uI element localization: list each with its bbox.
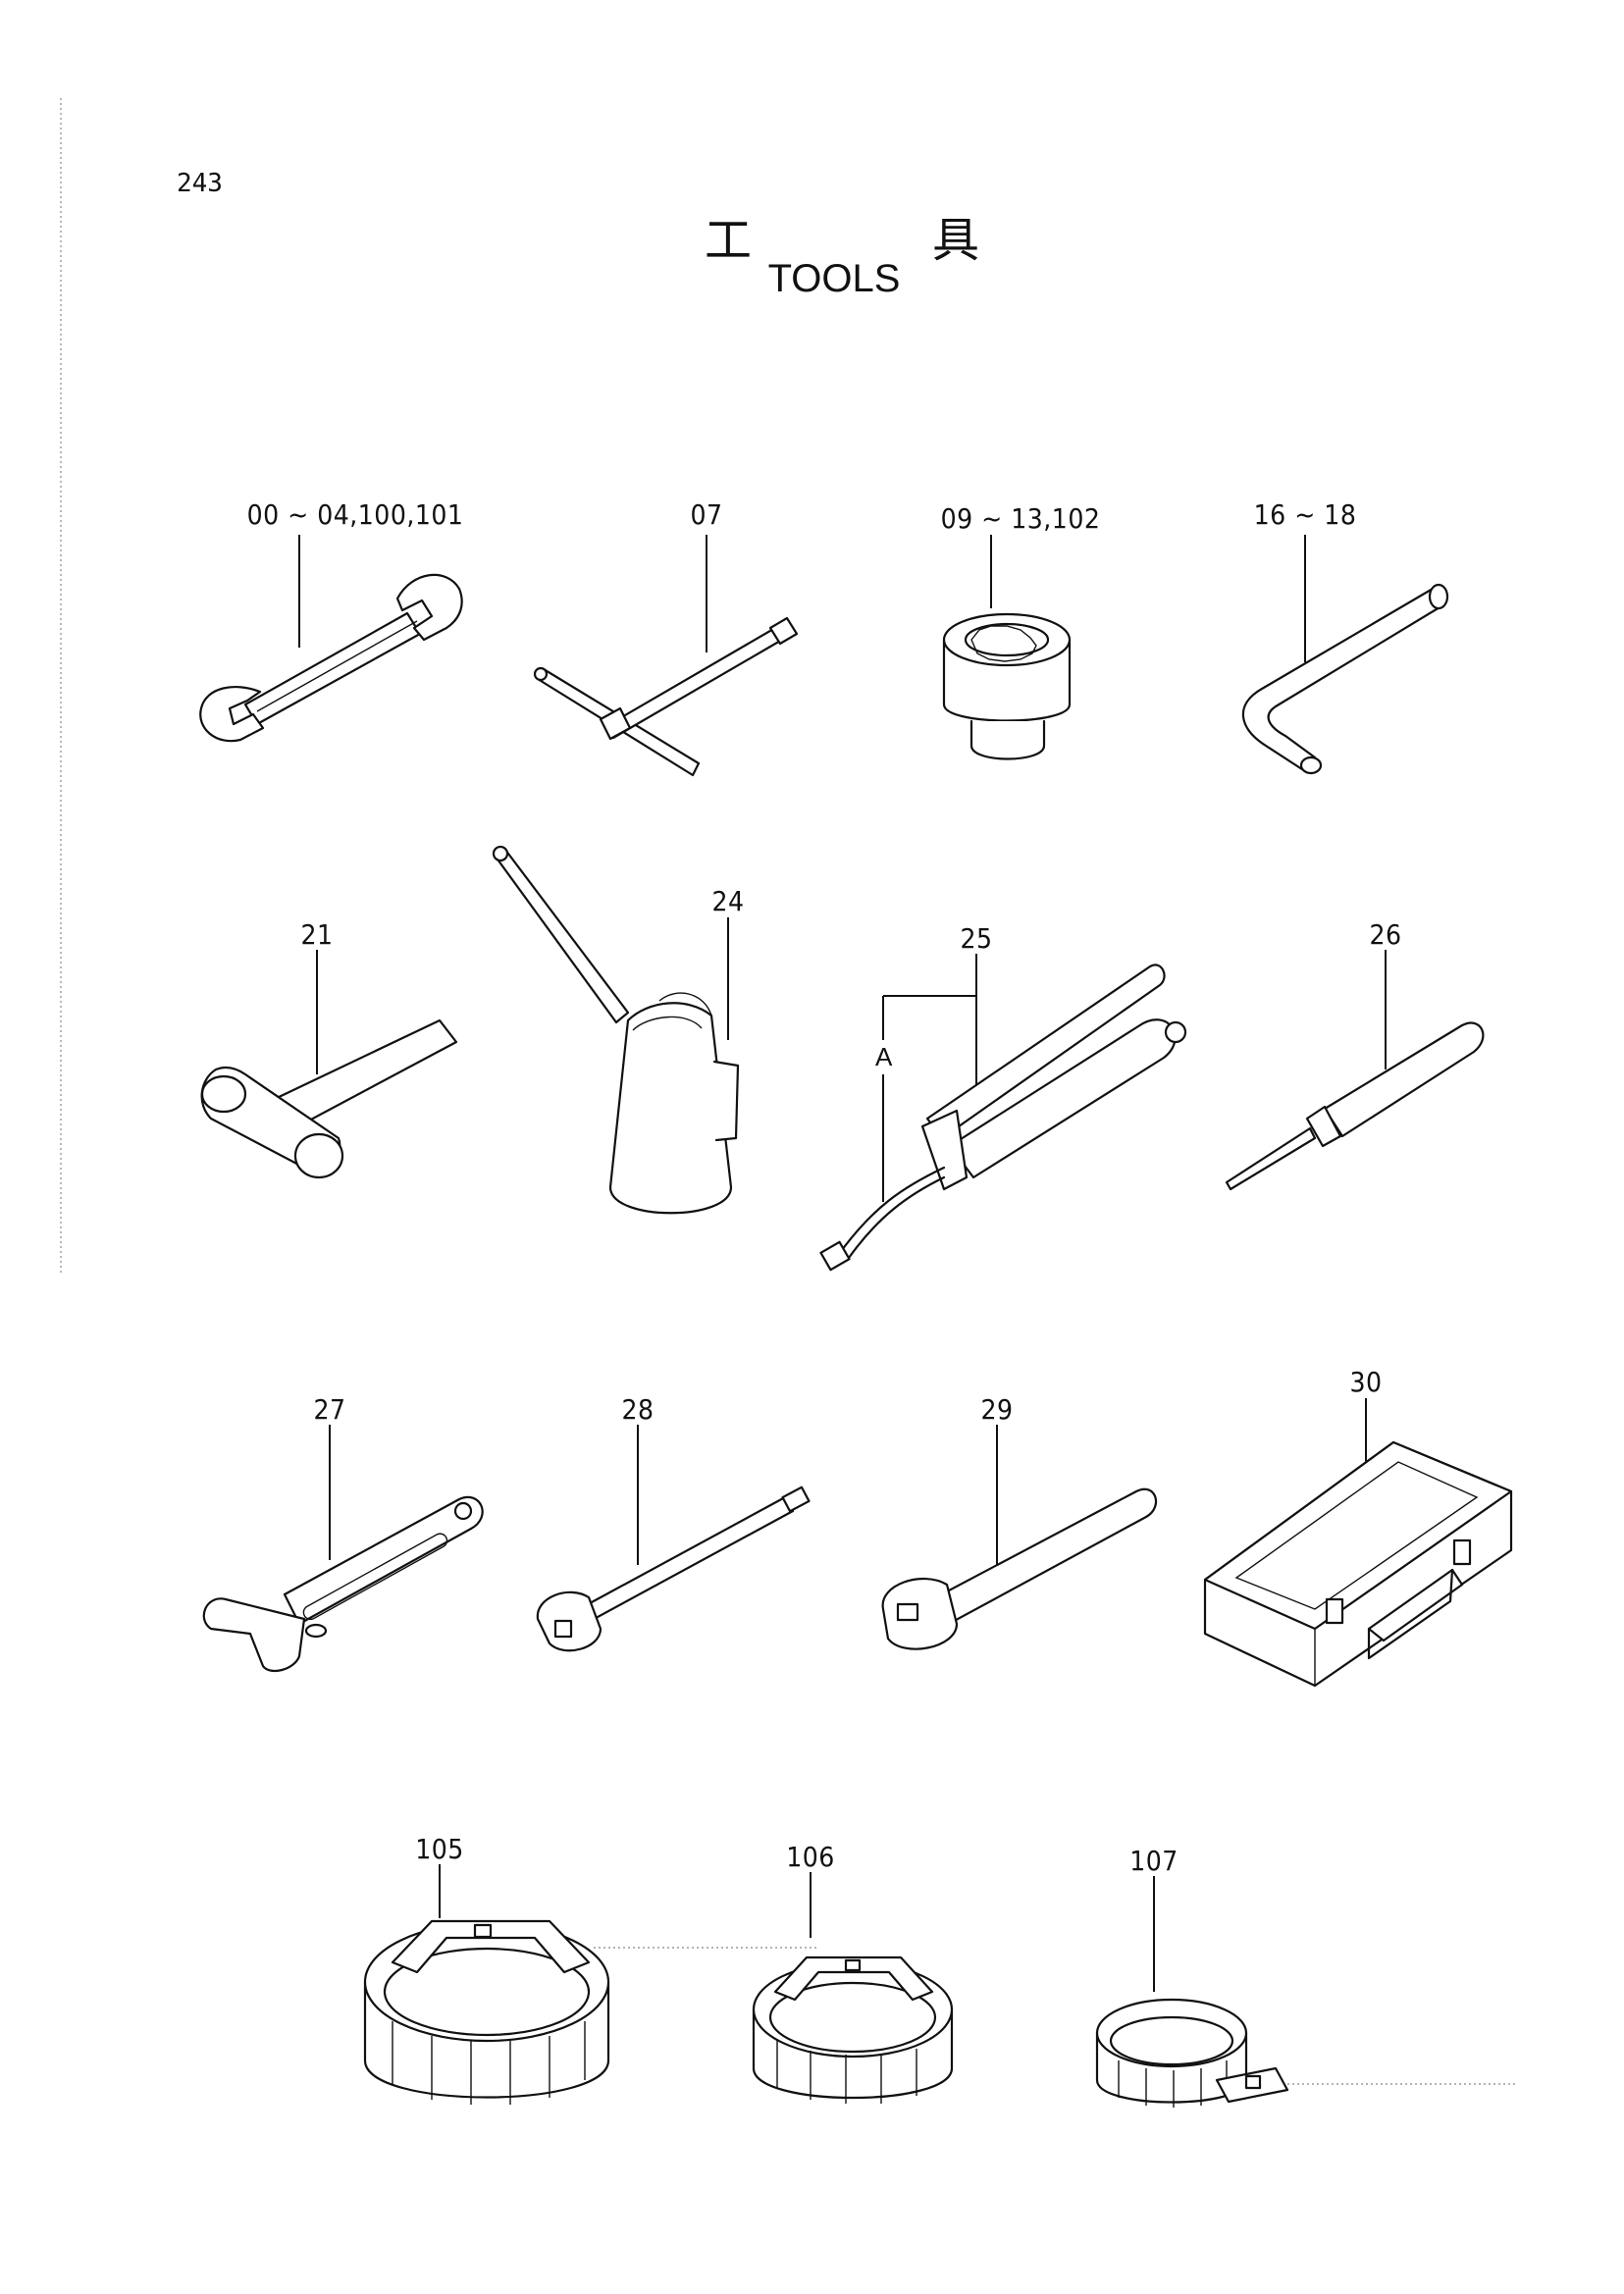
grease-gun-hose-label: A [875, 1042, 893, 1071]
screwdriver-icon [1225, 950, 1485, 1191]
page-title: TOOLS [767, 257, 901, 300]
title-jp-char-2: 具 [931, 213, 979, 268]
part-label-socket: 09 ~ 13,102 [940, 502, 1101, 535]
ratchet-handle-icon [881, 1425, 1157, 1650]
oil-can-icon [492, 845, 740, 1215]
part-label-t-wrench: 07 [690, 498, 723, 531]
filter-wrench-cup-icon [363, 1864, 610, 2105]
adjustable-wrench-icon [202, 1425, 484, 1673]
hex-key-icon [1241, 535, 1449, 775]
part-label-ratchet-handle: 29 [980, 1393, 1014, 1426]
part-label-adjustable-wrench: 27 [313, 1393, 346, 1426]
part-label-wrench: 00 ~ 04,100,101 [246, 498, 464, 531]
socket-icon [942, 535, 1072, 760]
t-handle-socket-wrench-icon [533, 535, 799, 777]
part-label-filter-wrench-large: 105 [415, 1833, 464, 1865]
part-label-screwdriver: 26 [1369, 918, 1402, 951]
hammer-icon [200, 950, 458, 1179]
part-label-extension-bar: 28 [621, 1393, 655, 1426]
part-label-hex-key: 16 ~ 18 [1253, 498, 1357, 531]
part-label-oil-can: 24 [711, 885, 745, 917]
grease-gun-icon [819, 954, 1187, 1272]
open-end-wrench-icon [199, 535, 463, 743]
filter-wrench-band-icon [1095, 1876, 1289, 2108]
filter-wrench-cup-icon [752, 1872, 954, 2104]
extension-bar-icon [536, 1425, 811, 1652]
part-label-filter-wrench-small: 107 [1129, 1845, 1179, 1877]
part-label-tool-box: 30 [1349, 1366, 1383, 1398]
part-label-filter-wrench-medium: 106 [786, 1841, 835, 1873]
title-jp-char-1: 工 [705, 213, 753, 268]
part-label-grease-gun: 25 [960, 922, 993, 955]
part-label-hammer: 21 [300, 918, 334, 951]
page-number: 243 [177, 169, 223, 198]
page-title-japanese: 工 具 [705, 201, 979, 268]
tool-box-icon [1203, 1398, 1513, 1688]
